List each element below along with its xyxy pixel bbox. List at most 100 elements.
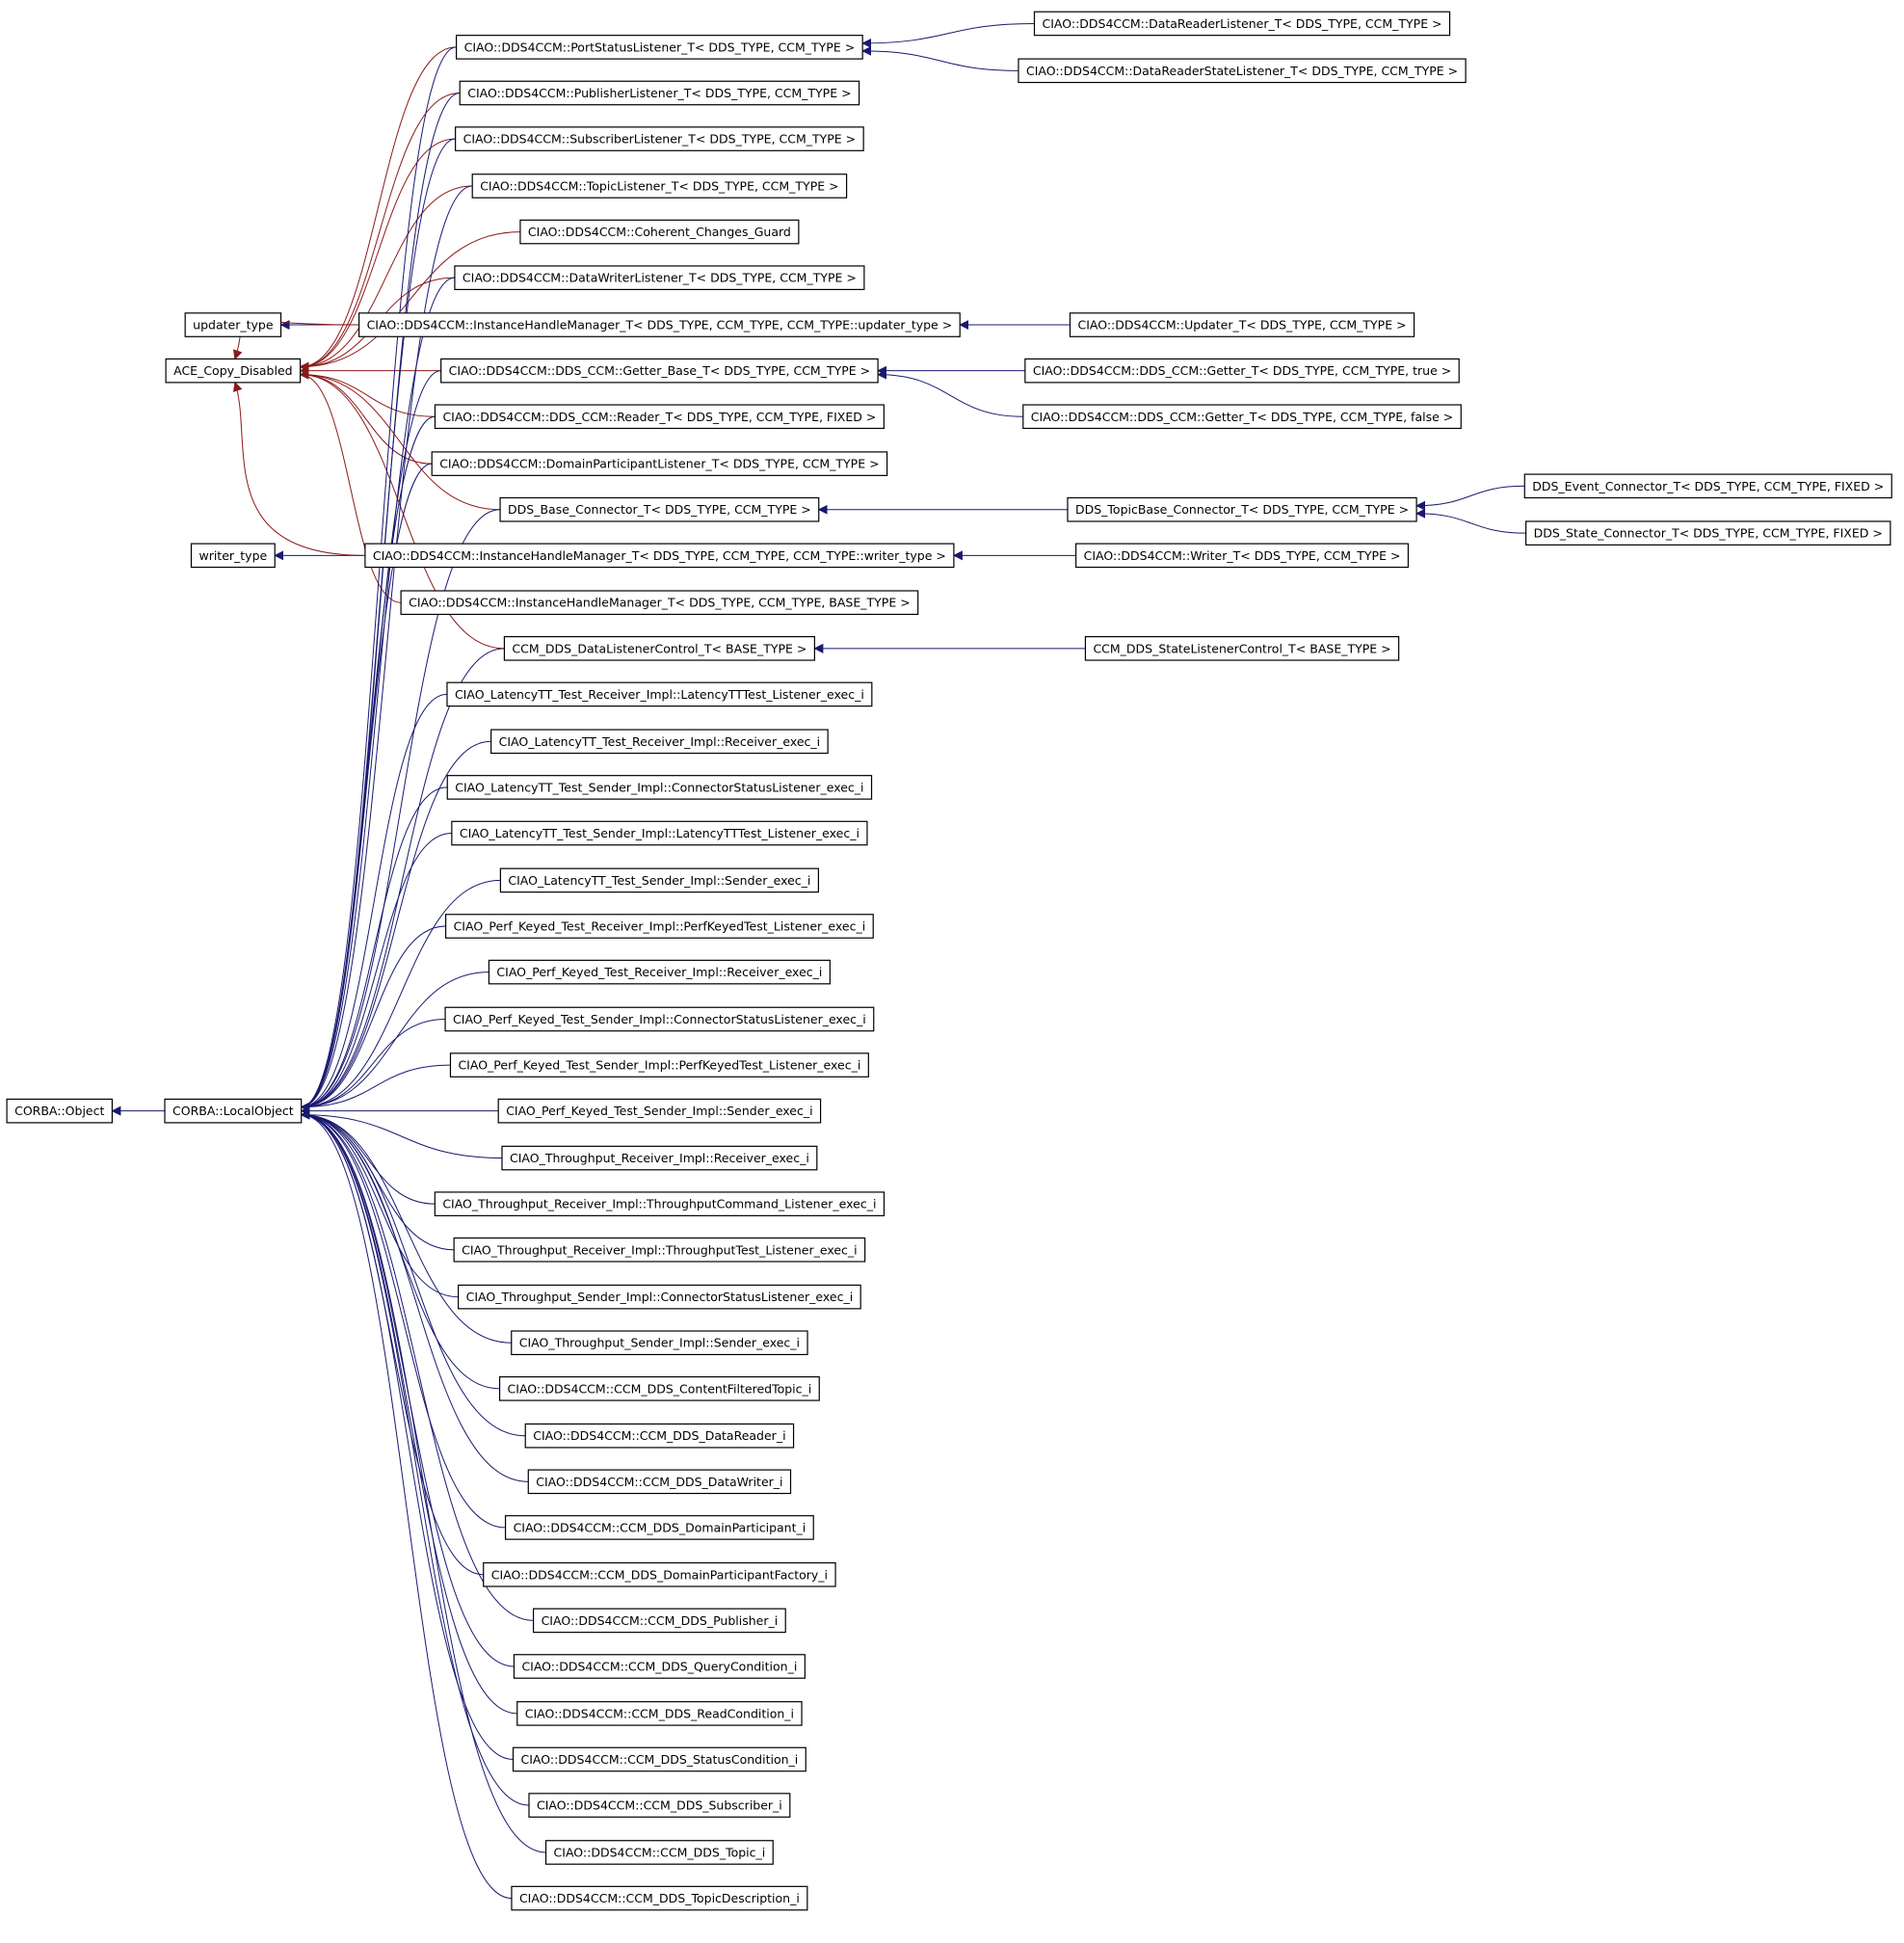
class-node-box[interactable]	[1018, 58, 1467, 84]
class-node[interactable]: DDS_Base_Connector_T< DDS_TYPE, CCM_TYPE…	[499, 496, 820, 522]
class-node[interactable]: CIAO_Perf_Keyed_Test_Receiver_Impl::Rece…	[488, 959, 831, 985]
class-node[interactable]: DDS_Event_Connector_T< DDS_TYPE, CCM_TYP…	[1523, 473, 1892, 499]
class-node-box[interactable]	[451, 820, 868, 846]
class-node-box[interactable]	[434, 404, 885, 430]
class-node[interactable]: CIAO::DDS4CCM::CCM_DDS_StatusCondition_i	[512, 1746, 807, 1772]
class-node[interactable]: CIAO_Throughput_Receiver_Impl::Throughpu…	[434, 1191, 886, 1216]
class-node[interactable]: DDS_State_Connector_T< DDS_TYPE, CCM_TYP…	[1525, 520, 1891, 546]
class-node[interactable]: CIAO::DDS4CCM::CCM_DDS_DomainParticipant…	[483, 1561, 836, 1587]
class-node[interactable]: CIAO_LatencyTT_Test_Receiver_Impl::Recei…	[490, 729, 829, 755]
class-node[interactable]: CIAO_LatencyTT_Test_Sender_Impl::Connect…	[446, 775, 873, 800]
class-node[interactable]: CIAO_Throughput_Sender_Impl::Sender_exec…	[511, 1330, 808, 1356]
class-node-box[interactable]	[446, 681, 873, 707]
class-node[interactable]: CIAO::DDS4CCM::CCM_DDS_ContentFilteredTo…	[498, 1376, 820, 1401]
class-node-box[interactable]	[164, 1098, 303, 1124]
class-node-box[interactable]	[440, 358, 879, 384]
class-node[interactable]: CIAO::DDS4CCM::InstanceHandleManager_T< …	[357, 312, 961, 337]
class-node-box[interactable]	[1523, 473, 1892, 499]
class-node[interactable]: CIAO::DDS4CCM::DDS_CCM::Reader_T< DDS_TY…	[434, 404, 885, 430]
class-node[interactable]: CIAO::DDS4CCM::PublisherListener_T< DDS_…	[459, 80, 860, 106]
class-node-box[interactable]	[516, 1701, 803, 1726]
class-node[interactable]: CIAO::DDS4CCM::InstanceHandleManager_T< …	[400, 590, 919, 616]
class-node-box[interactable]	[528, 1793, 791, 1818]
class-node-box[interactable]	[497, 1098, 822, 1124]
class-node-box[interactable]	[501, 1145, 818, 1171]
class-node-box[interactable]	[490, 729, 829, 755]
class-node-box[interactable]	[444, 1006, 875, 1032]
class-node[interactable]: CIAO::DDS4CCM::Coherent_Changes_Guard	[519, 219, 800, 245]
class-node-box[interactable]	[165, 358, 302, 384]
class-node[interactable]: CIAO::DDS4CCM::SubscriberListener_T< DDS…	[455, 126, 864, 151]
class-node-box[interactable]	[1022, 404, 1462, 430]
class-node[interactable]: CIAO::DDS4CCM::DDS_CCM::Getter_T< DDS_TY…	[1024, 358, 1460, 384]
class-node[interactable]: CIAO_Perf_Keyed_Test_Receiver_Impl::Perf…	[444, 914, 874, 939]
class-node[interactable]: CIAO::DDS4CCM::DomainParticipantListener…	[431, 451, 888, 476]
class-node[interactable]: CIAO_Perf_Keyed_Test_Sender_Impl::Sender…	[497, 1098, 822, 1124]
class-node[interactable]: CIAO::DDS4CCM::CCM_DDS_Topic_i	[544, 1840, 774, 1865]
class-node-box[interactable]	[532, 1608, 786, 1634]
class-node-box[interactable]	[498, 1376, 820, 1401]
class-node-box[interactable]	[1525, 520, 1891, 546]
class-node-box[interactable]	[503, 635, 815, 661]
class-node-box[interactable]	[449, 1052, 869, 1078]
class-node[interactable]: CIAO_Throughput_Receiver_Impl::Receiver_…	[501, 1145, 818, 1171]
class-node-box[interactable]	[459, 80, 860, 106]
class-node[interactable]: CIAO::DDS4CCM::CCM_DDS_QueryCondition_i	[513, 1654, 806, 1679]
class-node-box[interactable]	[431, 451, 888, 476]
class-node-box[interactable]	[455, 126, 864, 151]
class-node-box[interactable]	[1033, 11, 1451, 37]
class-node[interactable]: CIAO_LatencyTT_Test_Sender_Impl::Sender_…	[499, 867, 819, 893]
class-node[interactable]: CIAO_LatencyTT_Test_Receiver_Impl::Laten…	[446, 681, 873, 707]
class-node-box[interactable]	[364, 543, 955, 569]
class-node-box[interactable]	[1069, 312, 1415, 337]
class-node-box[interactable]	[453, 1237, 866, 1263]
class-node[interactable]: ACE_Copy_Disabled	[165, 358, 302, 384]
class-node[interactable]: CIAO::DDS4CCM::InstanceHandleManager_T< …	[364, 543, 955, 569]
class-node-box[interactable]	[544, 1840, 774, 1865]
class-node[interactable]: CIAO::DDS4CCM::DDS_CCM::Getter_Base_T< D…	[440, 358, 879, 384]
class-node[interactable]: CIAO_Perf_Keyed_Test_Sender_Impl::Connec…	[444, 1006, 875, 1032]
class-node[interactable]: CIAO_LatencyTT_Test_Sender_Impl::Latency…	[451, 820, 868, 846]
class-node[interactable]: DDS_TopicBase_Connector_T< DDS_TYPE, CCM…	[1067, 496, 1417, 522]
class-node[interactable]: CIAO::DDS4CCM::TopicListener_T< DDS_TYPE…	[471, 173, 848, 199]
class-node[interactable]: CIAO::DDS4CCM::DDS_CCM::Getter_T< DDS_TY…	[1022, 404, 1462, 430]
class-node[interactable]: CIAO::DDS4CCM::CCM_DDS_DataReader_i	[524, 1423, 795, 1449]
class-node-box[interactable]	[444, 914, 874, 939]
class-node[interactable]: CIAO::DDS4CCM::CCM_DDS_DataWriter_i	[527, 1469, 792, 1495]
class-node[interactable]: updater_type	[184, 312, 282, 337]
class-node[interactable]: CIAO::DDS4CCM::CCM_DDS_ReadCondition_i	[516, 1701, 803, 1726]
class-node-box[interactable]	[499, 496, 820, 522]
class-node-box[interactable]	[512, 1746, 807, 1772]
class-node-box[interactable]	[1024, 358, 1460, 384]
class-node-box[interactable]	[524, 1423, 795, 1449]
class-node-box[interactable]	[454, 265, 865, 290]
class-node-box[interactable]	[456, 35, 863, 60]
class-node-box[interactable]	[513, 1654, 806, 1679]
class-node[interactable]: CIAO::DDS4CCM::Updater_T< DDS_TYPE, CCM_…	[1069, 312, 1415, 337]
class-node-box[interactable]	[527, 1469, 792, 1495]
class-node-box[interactable]	[458, 1284, 861, 1310]
class-node-box[interactable]	[184, 312, 282, 337]
class-node-box[interactable]	[511, 1330, 808, 1356]
class-node-box[interactable]	[6, 1098, 113, 1124]
class-node[interactable]: CCM_DDS_DataListenerControl_T< BASE_TYPE…	[503, 635, 815, 661]
class-node[interactable]: CIAO::DDS4CCM::DataWriterListener_T< DDS…	[454, 265, 865, 290]
class-node[interactable]: CIAO::DDS4CCM::DataReaderListener_T< DDS…	[1033, 11, 1451, 37]
class-node-box[interactable]	[1067, 496, 1417, 522]
class-node[interactable]: CIAO::DDS4CCM::CCM_DDS_Publisher_i	[532, 1608, 786, 1634]
class-node-box[interactable]	[471, 173, 848, 199]
class-node-box[interactable]	[357, 312, 961, 337]
class-node[interactable]: CCM_DDS_StateListenerControl_T< BASE_TYP…	[1084, 635, 1400, 661]
class-node[interactable]: CORBA::LocalObject	[164, 1098, 303, 1124]
class-node[interactable]: CIAO::DDS4CCM::PortStatusListener_T< DDS…	[456, 35, 863, 60]
class-node[interactable]: CORBA::Object	[6, 1098, 113, 1124]
class-node[interactable]: CIAO::DDS4CCM::CCM_DDS_Subscriber_i	[528, 1793, 791, 1818]
class-node-box[interactable]	[504, 1515, 814, 1540]
class-node-box[interactable]	[1075, 543, 1410, 569]
class-node-box[interactable]	[190, 543, 276, 569]
class-node-box[interactable]	[483, 1561, 836, 1587]
class-node-box[interactable]	[400, 590, 919, 616]
class-node-box[interactable]	[488, 959, 831, 985]
class-node[interactable]: CIAO::DDS4CCM::CCM_DDS_DomainParticipant…	[504, 1515, 814, 1540]
class-node-box[interactable]	[1084, 635, 1400, 661]
